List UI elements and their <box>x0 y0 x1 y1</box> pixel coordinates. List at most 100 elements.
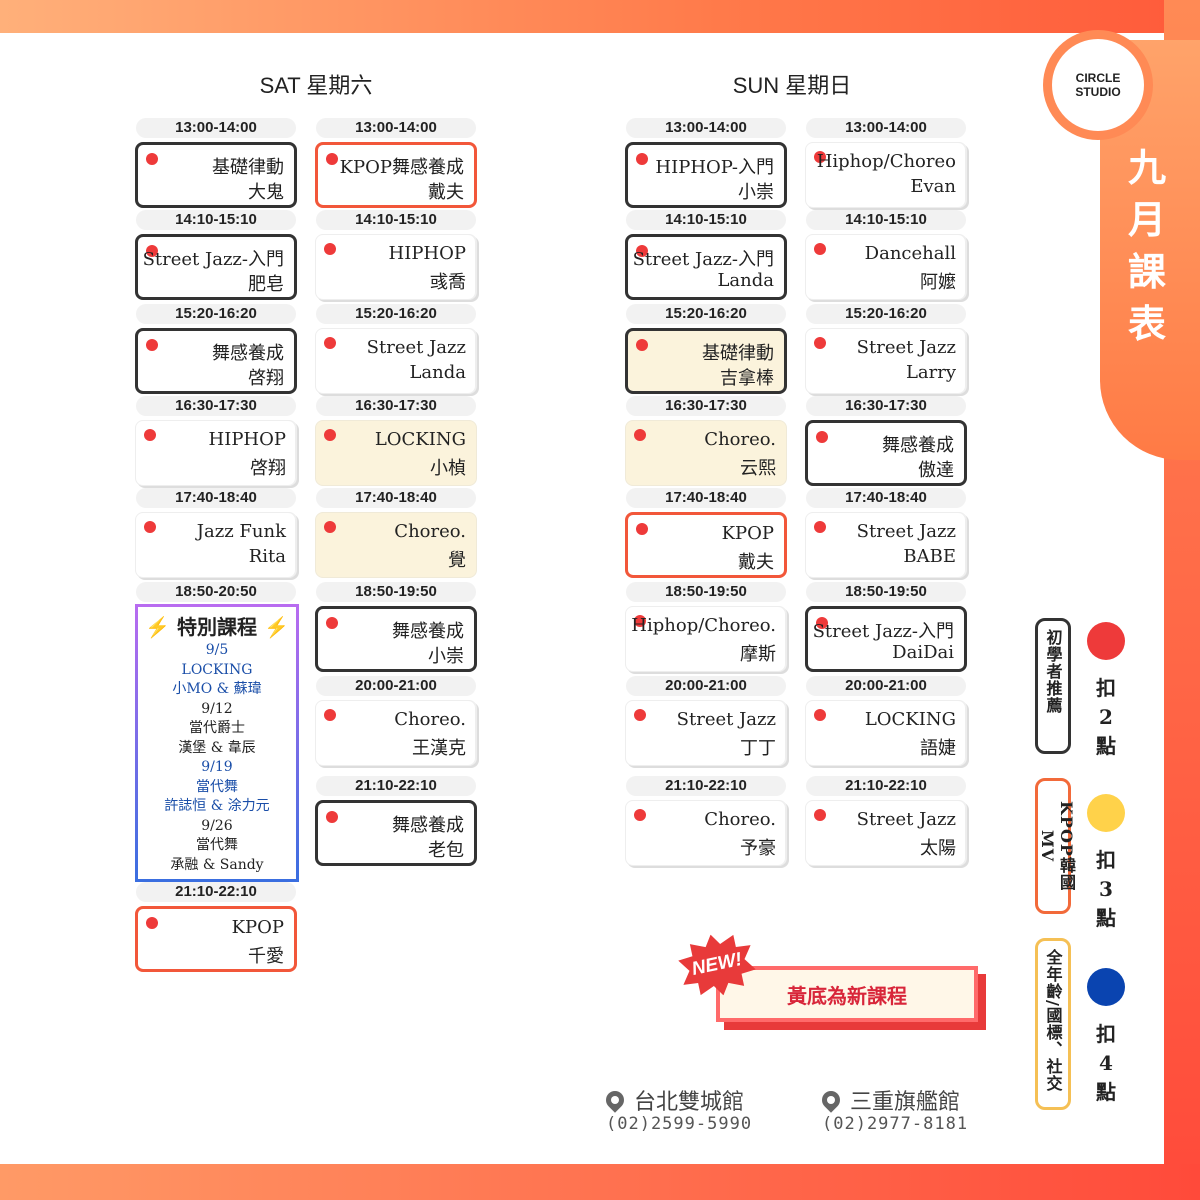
class-card[interactable]: Street Jazz-入門肥皂 <box>135 234 297 300</box>
class-card[interactable]: 基礎律動大鬼 <box>135 142 297 208</box>
class-title: 基礎律動 <box>702 343 774 364</box>
class-card[interactable]: Choreo.予豪 <box>625 800 787 866</box>
class-teacher: 大鬼 <box>248 182 284 203</box>
special-course-line: LOCKING <box>181 661 253 678</box>
class-title: LOCKING <box>864 709 956 730</box>
points-dot-icon <box>816 617 828 629</box>
class-card[interactable]: LOCKING 小楨 <box>315 420 477 486</box>
special-course-line: 許誌恒 & 涂力元 <box>164 798 270 814</box>
month-title: 九 月 課 表 <box>1122 142 1172 350</box>
time-slot: 17:40-18:40 <box>806 488 966 508</box>
time-slot: 13:00-14:00 <box>136 118 296 138</box>
points-dot-icon <box>146 245 158 257</box>
special-course-line: 當代舞 <box>196 778 238 795</box>
time-slot: 21:10-22:10 <box>316 776 476 796</box>
time-slot: 14:10-15:10 <box>316 210 476 230</box>
class-card[interactable]: 基礎律動吉拿棒 <box>625 328 787 394</box>
points-dot-icon <box>634 429 646 441</box>
month-title-char: 九 <box>1127 145 1166 190</box>
location-phone[interactable]: (02)2599-5990 <box>606 1114 753 1134</box>
class-title: Hiphop/Choreo <box>816 151 956 172</box>
time-slot: 15:20-16:20 <box>136 304 296 324</box>
time-slot: 15:20-16:20 <box>626 304 786 324</box>
time-slot: 20:00-21:00 <box>626 676 786 696</box>
time-slot: 13:00-14:00 <box>626 118 786 138</box>
points-legend-char: 2 <box>1099 705 1113 729</box>
class-title: KPOP <box>721 523 774 544</box>
class-teacher: 丁丁 <box>740 738 776 759</box>
logo-line-1: CIRCLE <box>1075 71 1121 85</box>
points-dot-icon <box>636 153 648 165</box>
points-legend-char: 點 <box>1096 734 1116 758</box>
points-dot-icon <box>636 339 648 351</box>
class-title: Jazz Funk <box>196 521 286 542</box>
legend-beginner-label: 初學者推薦 <box>1043 629 1063 714</box>
special-course-line: 承融 & Sandy <box>170 856 264 873</box>
class-teacher: 肥皂 <box>248 274 284 295</box>
class-teacher: 彧喬 <box>430 272 466 293</box>
class-teacher: 千愛 <box>248 946 284 967</box>
class-teacher: 啓翔 <box>250 458 286 479</box>
class-title: Street Jazz <box>676 709 776 730</box>
points-dot-icon <box>324 243 336 255</box>
class-card[interactable]: Street Jazz 丁丁 <box>625 700 787 766</box>
class-teacher: 小楨 <box>430 458 466 479</box>
class-title: KPOP舞感養成 <box>339 157 464 178</box>
class-teacher: 啓翔 <box>248 368 284 389</box>
location-name: 三重旗艦館 <box>850 1090 961 1115</box>
month-title-char: 課 <box>1127 249 1166 294</box>
special-course-line: 當代舞 <box>196 837 238 853</box>
class-card[interactable]: 舞感養成小崇 <box>315 606 477 672</box>
class-teacher: DaiDai <box>892 642 954 663</box>
class-card[interactable]: Hiphop/Choreo.摩斯 <box>625 606 787 672</box>
points-dot-icon <box>146 917 158 929</box>
points-dot-icon <box>326 811 338 823</box>
time-slot: 13:00-14:00 <box>806 118 966 138</box>
class-teacher: 吉拿棒 <box>720 368 774 389</box>
time-slot: 14:10-15:10 <box>136 210 296 230</box>
class-card[interactable]: HIPHOP-入門小崇 <box>625 142 787 208</box>
class-title: 舞感養成 <box>392 815 464 836</box>
points-dot-icon <box>814 151 826 163</box>
class-title: HIPHOP-入門 <box>655 157 774 178</box>
class-card[interactable]: 舞感養成啓翔 <box>135 328 297 394</box>
class-title: LOCKING <box>374 429 466 450</box>
class-card[interactable]: 舞感養成傲達 <box>805 420 967 486</box>
time-slot: 17:40-18:40 <box>316 488 476 508</box>
points-dot-icon <box>634 615 646 627</box>
top-frame-bar <box>0 0 1200 33</box>
special-course-line: 9/5 <box>205 642 229 658</box>
time-slot: 16:30-17:30 <box>316 396 476 416</box>
class-teacher: 戴夫 <box>428 182 464 203</box>
class-card[interactable]: KPOP舞感養成戴夫 <box>315 142 477 208</box>
points-dot-icon <box>814 809 826 821</box>
points-dot-icon <box>636 245 648 257</box>
location-phone[interactable]: (02)2977-8181 <box>822 1114 969 1134</box>
class-card[interactable]: 舞感養成老包 <box>315 800 477 866</box>
class-card[interactable]: Choreo.王漢克 <box>315 700 477 766</box>
time-slot: 20:00-21:00 <box>806 676 966 696</box>
class-card[interactable]: Choreo.覺 <box>315 512 477 578</box>
class-title: Street Jazz-入門 <box>632 249 774 270</box>
class-card[interactable]: Choreo.云熙 <box>625 420 787 486</box>
class-teacher: Landa <box>409 362 466 383</box>
time-slot: 14:10-15:10 <box>806 210 966 230</box>
points-legend-char: 扣 <box>1096 848 1116 872</box>
time-slot: 15:20-16:20 <box>316 304 476 324</box>
